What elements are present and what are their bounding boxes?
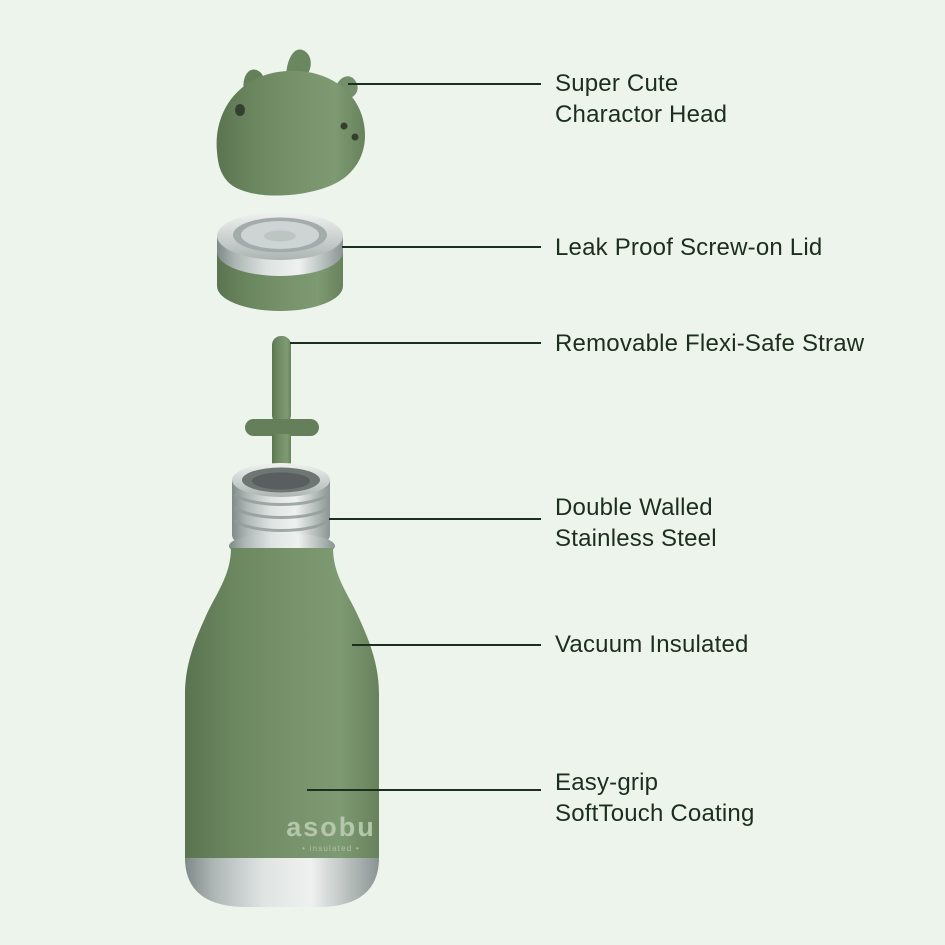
neck-thread — [233, 505, 330, 520]
callout-straw: Removable Flexi-Safe Straw — [555, 328, 864, 359]
bottle-body-group: asobu • insulated • — [185, 548, 379, 907]
callout-text: Vacuum Insulated — [555, 631, 749, 658]
leader-lines — [290, 83, 541, 791]
bottle-base-band — [185, 858, 379, 907]
callout-text: Double Walled — [555, 494, 713, 521]
neck-thread — [233, 518, 330, 533]
lid-top-hub — [264, 230, 296, 242]
bottle-neck — [229, 463, 335, 559]
head-nostril — [351, 133, 359, 141]
mouth-cavity — [252, 472, 310, 490]
callout-screw-lid: Leak Proof Screw-on Lid — [555, 232, 822, 263]
callout-vacuum: Vacuum Insulated — [555, 629, 749, 660]
callout-text: Easy-grip — [555, 769, 659, 796]
straw-tube — [272, 336, 291, 424]
callout-coating: Easy-grip SoftTouch Coating — [555, 767, 755, 829]
callout-text: Stainless Steel — [555, 525, 717, 552]
neck-thread — [233, 492, 330, 507]
callout-double-wall: Double Walled Stainless Steel — [555, 492, 717, 554]
brand-logo: asobu — [286, 812, 376, 842]
callout-text: SoftTouch Coating — [555, 800, 755, 827]
callout-text: Super Cute — [555, 70, 679, 97]
brand-logo-tagline: • insulated • — [302, 844, 360, 853]
callout-text: Leak Proof Screw-on Lid — [555, 234, 823, 261]
callout-character-head: Super Cute Charactor Head — [555, 68, 727, 130]
callout-text: Removable Flexi-Safe Straw — [555, 330, 865, 357]
neck-cylinder — [232, 480, 330, 552]
straw-assembly — [245, 336, 319, 474]
character-head — [216, 49, 365, 196]
head-eye — [235, 104, 245, 116]
bottle-body — [185, 548, 379, 862]
head-face — [216, 70, 365, 196]
straw-gasket — [245, 419, 319, 436]
callout-text: Charactor Head — [555, 101, 728, 128]
screw-lid — [217, 212, 343, 311]
head-nostril — [340, 122, 348, 130]
